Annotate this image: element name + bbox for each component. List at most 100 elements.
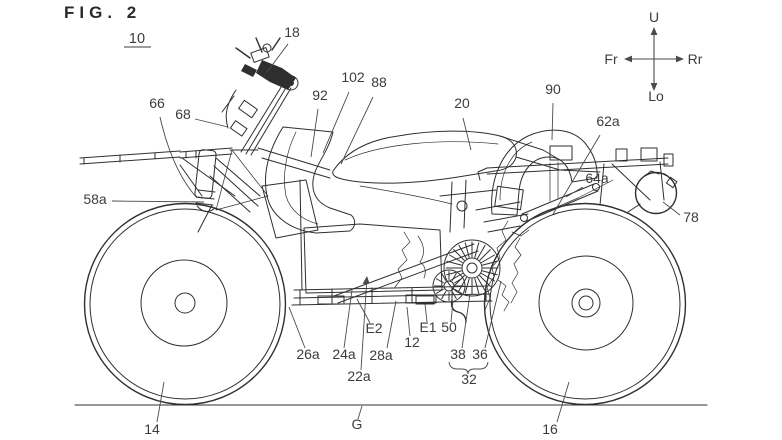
tail-component-78	[627, 170, 678, 215]
compass-up-label: U	[649, 9, 659, 25]
leader-line-38	[461, 293, 471, 349]
fan-spoke	[435, 288, 444, 294]
ref-label-88: 88	[371, 74, 387, 90]
ref-label-E1: E1	[419, 319, 436, 335]
rear-shock	[520, 161, 600, 222]
leader-line-26a	[288, 306, 306, 349]
ref-label-66: 66	[149, 95, 165, 111]
fan-spoke	[479, 249, 491, 261]
fan-spoke	[474, 242, 480, 258]
fan-spoke	[481, 254, 496, 263]
leader-line-22a	[360, 276, 368, 371]
rear-carrier	[477, 145, 674, 211]
ref-label-14: 14	[144, 421, 160, 437]
fan-spoke	[481, 273, 496, 282]
leader-arrowhead-22a	[362, 276, 370, 284]
figure-reference-numeral: 10	[129, 31, 145, 47]
front-intake-duct	[265, 126, 356, 234]
front-wheel	[83, 202, 287, 406]
cvt-fan	[432, 239, 501, 303]
leader-line-68	[194, 118, 229, 128]
leader-line-24a	[343, 289, 353, 349]
leader-line-E1	[424, 303, 428, 323]
rear-wheel	[483, 202, 687, 406]
front-arrow-icon	[624, 55, 632, 63]
down-arrow-icon	[650, 83, 658, 91]
group-brace-32	[448, 361, 489, 375]
leader-line-58a	[111, 200, 205, 203]
chassis-frame	[257, 147, 493, 323]
leader-line-20	[462, 117, 472, 151]
fan-spoke	[458, 277, 467, 292]
fan-spoke	[482, 270, 498, 276]
ref-label-92: 92	[312, 87, 328, 103]
ref-label-18: 18	[284, 24, 300, 40]
leader-line-36	[484, 280, 502, 349]
leader-line-88	[340, 96, 374, 165]
compass-low-label: Lo	[648, 88, 664, 104]
fan-spoke	[451, 291, 457, 300]
seat	[332, 130, 601, 184]
leader-line-78	[662, 201, 681, 216]
leader-line-12	[406, 306, 411, 337]
leader-line-90	[551, 102, 554, 141]
compass-front-label: Fr	[604, 51, 618, 67]
fan-spoke	[446, 260, 462, 266]
fan-spoke	[479, 275, 491, 287]
ref-label-90: 90	[545, 81, 561, 97]
fan-spoke	[435, 278, 444, 284]
fan-spoke	[464, 278, 470, 294]
ref-label-20: 20	[454, 95, 470, 111]
ref-label-E2: E2	[365, 320, 382, 336]
fan-spoke	[441, 291, 447, 300]
direction-compass: U Lo Fr Rr	[604, 9, 702, 104]
ref-label-24a: 24a	[332, 346, 356, 362]
front-suspension	[79, 147, 269, 233]
leader-line-64a	[565, 186, 584, 198]
fan-spoke	[454, 288, 463, 294]
ref-label-58a: 58a	[83, 191, 107, 207]
engine-unit	[303, 179, 529, 294]
ref-label-36: 36	[472, 346, 488, 362]
ref-label-64a: 64a	[585, 170, 609, 186]
fan-spoke	[482, 260, 498, 266]
ref-label-102: 102	[341, 69, 365, 85]
ref-label-78: 78	[683, 209, 699, 225]
ref-label-38: 38	[450, 346, 466, 362]
rear-intake-duct	[491, 129, 598, 216]
up-arrow-icon	[650, 27, 658, 35]
ref-label-22a: 22a	[347, 368, 371, 384]
fan-spoke	[464, 242, 470, 258]
ref-label-12: 12	[404, 334, 420, 350]
ref-label-G: G	[352, 416, 363, 432]
ref-label-26a: 26a	[296, 346, 320, 362]
leader-line-92	[310, 108, 319, 158]
ref-label-16: 16	[542, 421, 558, 437]
ref-label-62a: 62a	[596, 113, 620, 129]
rear-arrow-icon	[676, 55, 684, 63]
ref-label-32: 32	[461, 371, 477, 387]
ref-label-68: 68	[175, 106, 191, 122]
leader-line-14	[156, 381, 165, 423]
fan-spoke	[474, 278, 480, 294]
fan-spoke	[454, 278, 463, 284]
leader-line-18	[266, 43, 289, 73]
fan-spoke	[477, 244, 486, 259]
leader-line-66	[159, 116, 198, 199]
ref-label-50: 50	[441, 319, 457, 335]
fan-spoke	[453, 275, 465, 287]
steering-assembly	[221, 37, 299, 156]
fan-spoke	[448, 254, 463, 263]
leader-line-102	[322, 91, 350, 154]
fan-spoke	[453, 249, 465, 261]
leader-line-E2	[356, 298, 371, 324]
fan-spoke	[448, 273, 463, 282]
compass-rear-label: Rr	[688, 51, 703, 67]
leader-line-62a	[552, 134, 601, 215]
leader-line-16	[556, 381, 570, 423]
leader-line-G	[357, 405, 363, 420]
fan-spoke	[441, 272, 447, 281]
